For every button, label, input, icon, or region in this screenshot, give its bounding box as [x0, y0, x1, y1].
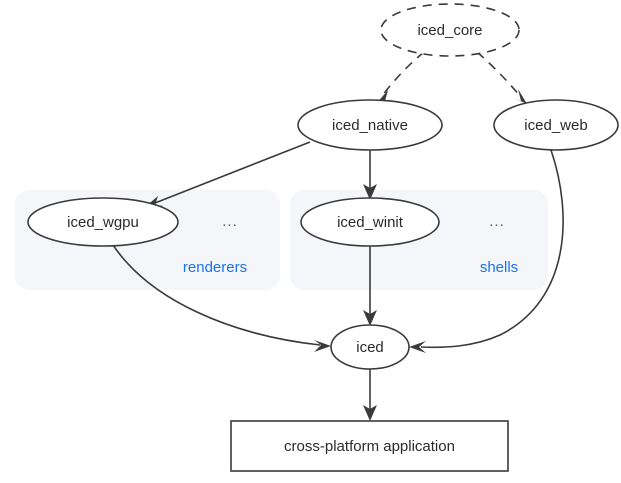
edge-iced-core-to-iced-web [476, 51, 527, 104]
edge-iced-web-to-iced-line [420, 149, 564, 349]
node-iced-native[interactable]: iced_native [297, 99, 443, 151]
node-iced-winit[interactable]: iced_winit [300, 197, 440, 247]
node-cross-platform-application-label: cross-platform application [284, 438, 455, 455]
node-cross-platform-application[interactable]: cross-platform application [230, 420, 509, 472]
node-iced-winit-shape[interactable] [300, 197, 440, 247]
edge-iced-wgpu-to-iced-arrow [314, 340, 331, 352]
edge-iced-native-to-iced-winit [363, 150, 377, 200]
edge-iced-web-to-iced-arrow [409, 341, 426, 353]
edge-iced-core-to-iced-native [376, 51, 425, 104]
edge-iced-wgpu-to-iced [112, 244, 331, 352]
edge-iced-to-application [363, 369, 377, 421]
cluster-shells-ellipsis: ... [489, 213, 505, 230]
edge-iced-wgpu-to-iced-line [112, 244, 321, 346]
edge-iced-to-application-arrow [363, 405, 377, 421]
node-iced-web[interactable]: iced_web [493, 99, 619, 151]
edge-iced-core-to-iced-native-line [381, 51, 425, 97]
node-cross-platform-application-shape[interactable] [230, 420, 509, 472]
node-iced-wgpu-shape[interactable] [27, 197, 179, 247]
node-iced[interactable]: iced [330, 324, 410, 370]
node-iced-wgpu[interactable]: iced_wgpu [27, 197, 179, 247]
edge-iced-native-to-iced-winit-arrow [363, 184, 377, 200]
cluster-shells-label: shells [480, 259, 518, 276]
node-iced-web-label: iced_web [524, 117, 587, 134]
node-iced-core-label: iced_core [417, 22, 482, 39]
node-iced-native-shape[interactable] [297, 99, 443, 151]
node-iced-shape[interactable] [330, 324, 410, 370]
node-iced-core-shape[interactable] [380, 3, 520, 57]
cluster-renderers-ellipsis: ... [222, 213, 238, 230]
node-iced-winit-label: iced_winit [337, 214, 404, 231]
edge-iced-core-to-iced-web-line [476, 51, 521, 97]
cluster-renderers-label: renderers [183, 259, 247, 276]
node-iced-core[interactable]: iced_core [380, 3, 520, 57]
edge-iced-native-to-iced-wgpu-line [154, 141, 311, 204]
edge-iced-winit-to-iced-arrow [363, 310, 377, 326]
node-iced-web-shape[interactable] [493, 99, 619, 151]
edge-iced-core-to-iced-web-arrow [514, 89, 527, 104]
node-iced-wgpu-label: iced_wgpu [67, 214, 139, 231]
edge-iced-web-to-iced [409, 149, 564, 353]
node-iced-label: iced [356, 339, 384, 356]
node-iced-native-label: iced_native [332, 117, 408, 134]
edge-iced-winit-to-iced [363, 246, 377, 326]
